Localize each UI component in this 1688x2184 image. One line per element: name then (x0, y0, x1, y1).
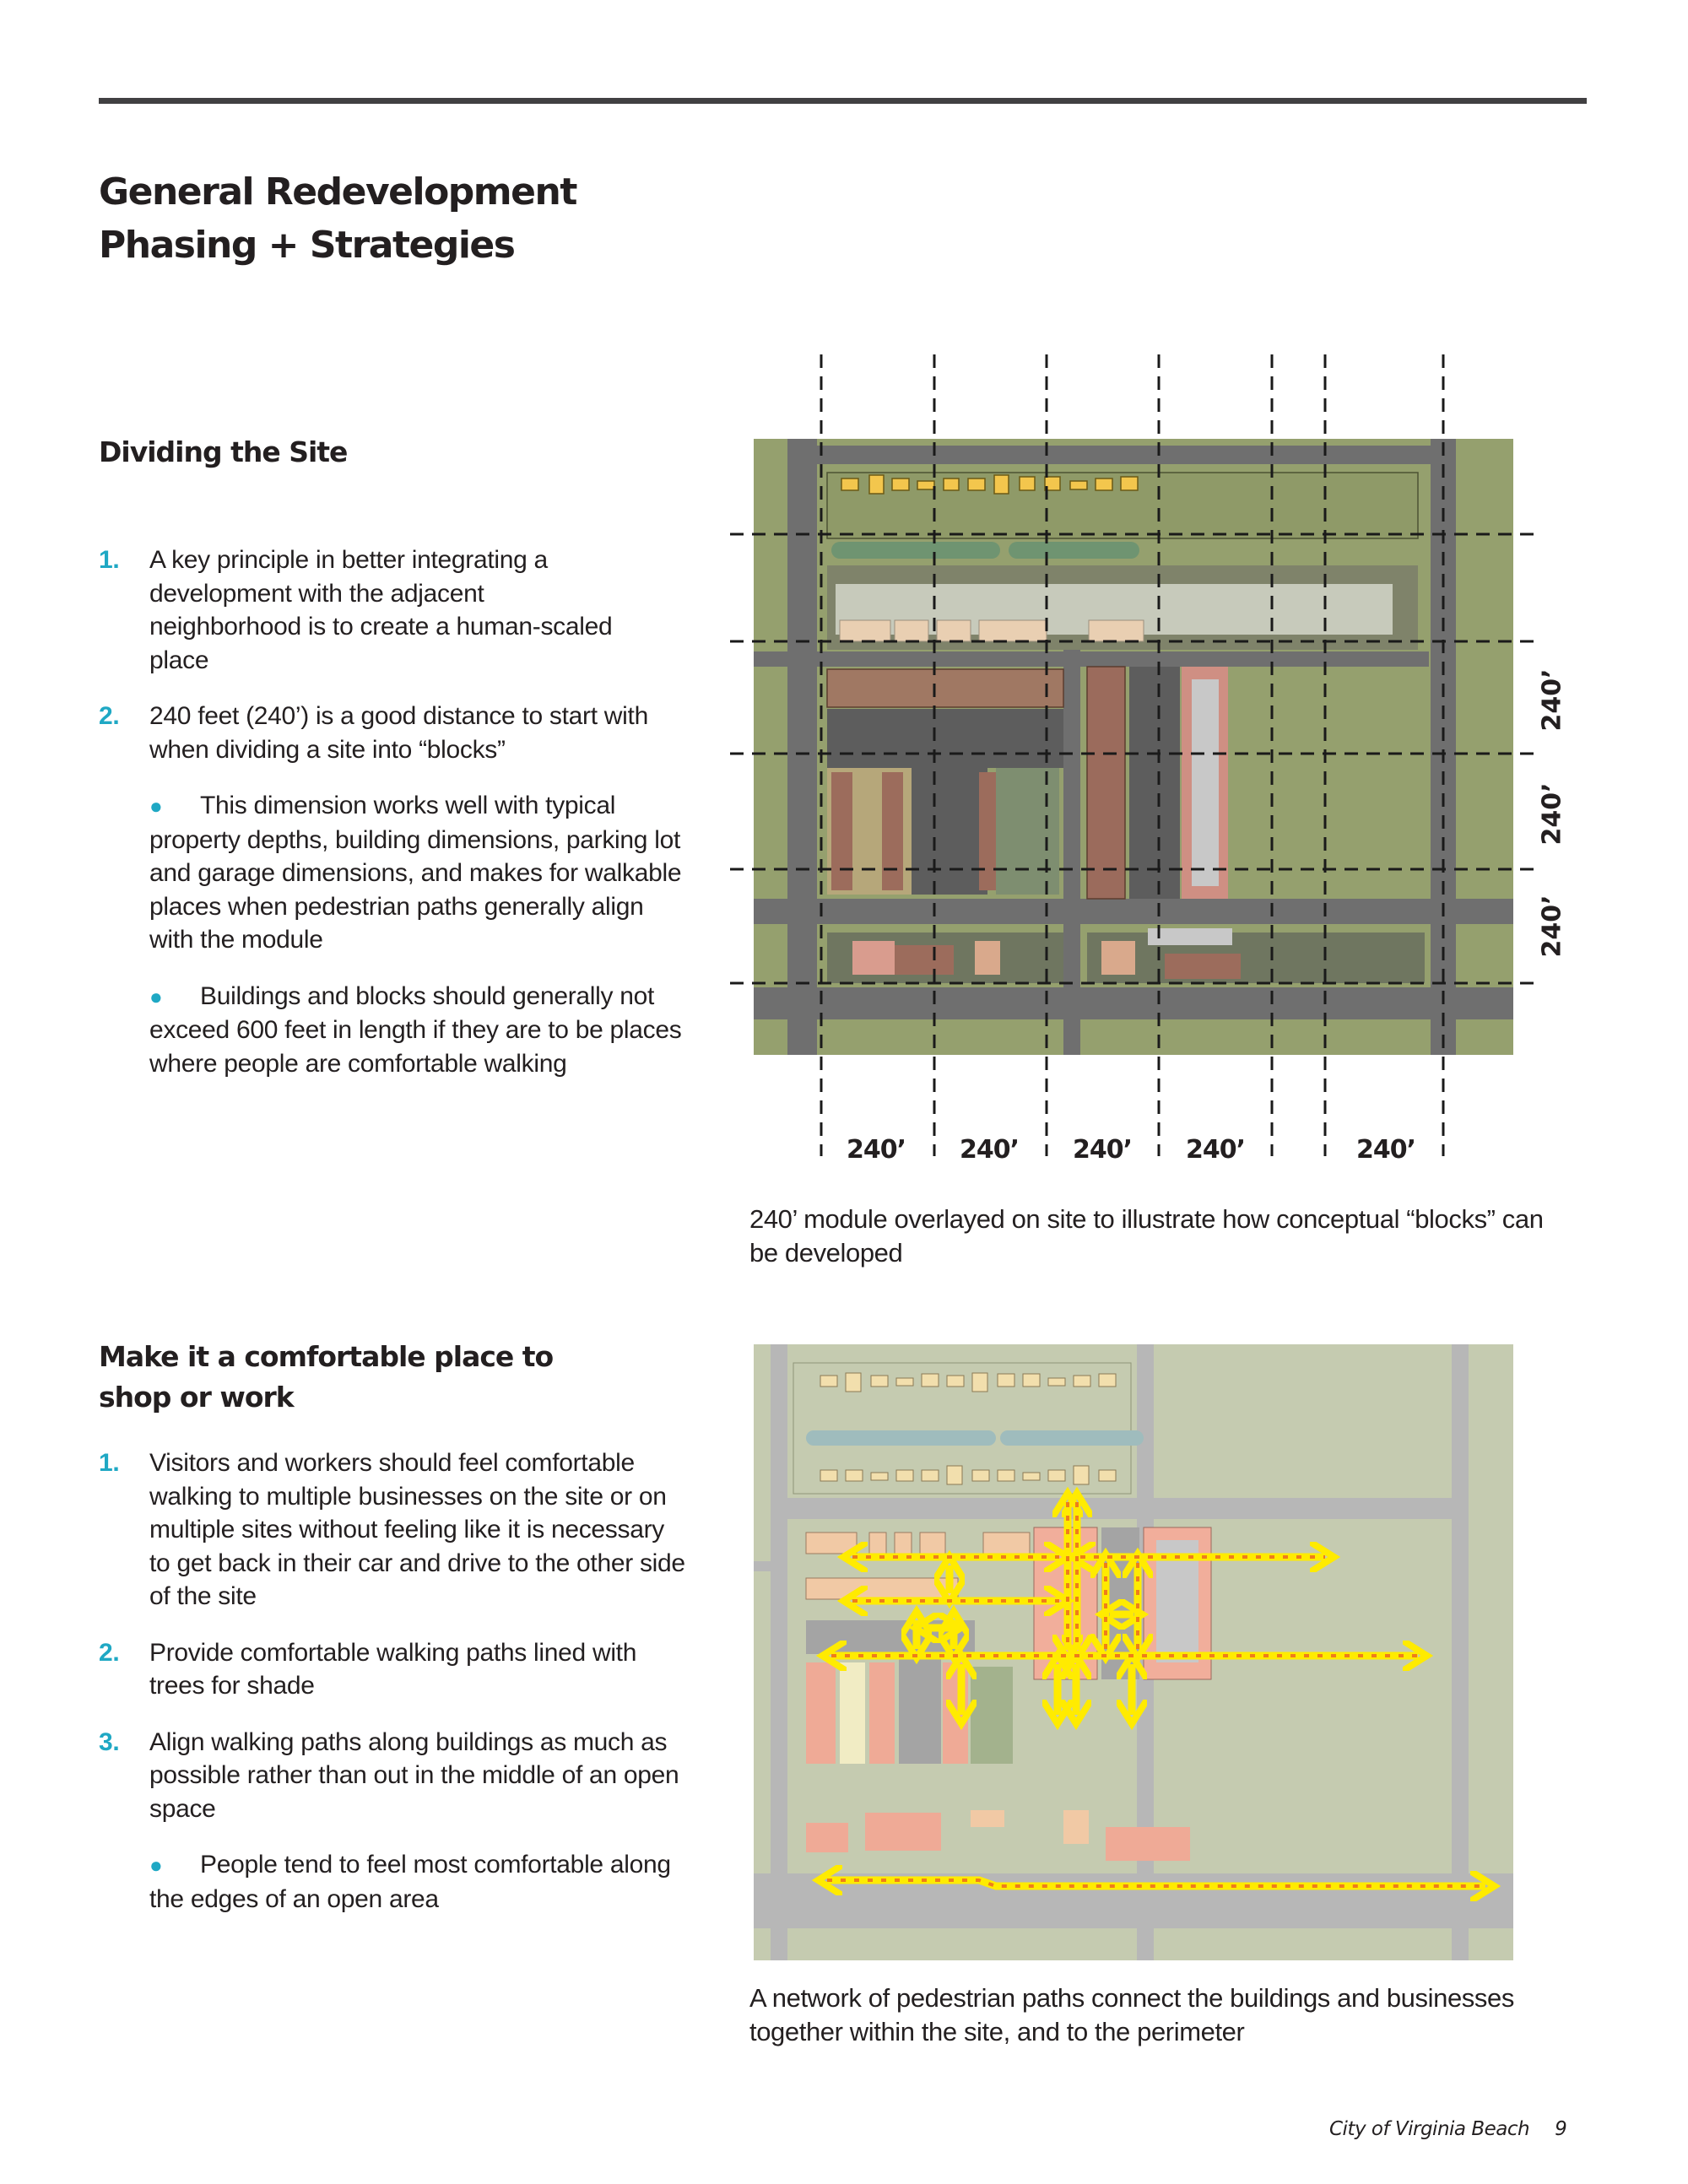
building (971, 1810, 1004, 1827)
dimension-label: 240’ (847, 1135, 906, 1165)
apartment-courtyard (840, 1662, 865, 1764)
page-number: 9 (1555, 2118, 1567, 2140)
park-green (996, 768, 1059, 895)
list-text: Align walking paths along buildings as m… (149, 1727, 679, 1823)
dimension-label: 240’ (1073, 1135, 1133, 1165)
bullet-item: ●This dimension works well with typical … (99, 789, 690, 957)
pedestrian-network-map (754, 1344, 1513, 1960)
section-heading-dividing-site: Dividing the Site (99, 435, 348, 468)
list-number: 2. (99, 1638, 120, 1667)
retail-buildings (839, 619, 1144, 642)
list-text: 240 feet (240’) is a good distance to st… (149, 702, 648, 764)
building (1101, 941, 1135, 975)
title-line-1: General Redevelopment (99, 170, 577, 214)
building (1148, 928, 1232, 945)
list-number: 1. (99, 546, 120, 574)
section-heading-comfortable-place: Make it a comfortable place to shop or w… (99, 1337, 554, 1418)
bullet-item: ●People tend to feel most comfortable al… (99, 1848, 690, 1916)
module-grid (730, 354, 1540, 1156)
list-item: 2. 240 feet (240’) is a good distance to… (99, 700, 690, 766)
houses (841, 474, 1139, 495)
park-green (971, 1667, 1013, 1764)
bullet-dot-icon: ● (149, 1852, 163, 1878)
title-line-2: Phasing + Strategies (99, 224, 516, 267)
heading-line-2: shop or work (99, 1381, 295, 1414)
dimension-label: 240’ (1186, 1135, 1246, 1165)
list-number: 2. (99, 702, 120, 730)
building (852, 941, 895, 975)
list-text: Provide comfortable walking paths lined … (149, 1638, 637, 1700)
apartment-building (869, 1662, 895, 1764)
dividing-site-list: 1. A key principle in better integrating… (99, 543, 690, 1103)
list-number: 1. (99, 1449, 120, 1477)
heading-line-1: Make it a comfortable place to (99, 1340, 554, 1373)
path-arrow (827, 1880, 1485, 1886)
comfortable-place-list: 1. Visitors and workers should feel comf… (99, 1446, 690, 1938)
page-title: General Redevelopment Phasing + Strategi… (99, 165, 577, 272)
lower-block (1087, 933, 1425, 983)
building (806, 1823, 848, 1852)
bullet-item: ●Buildings and blocks should generally n… (99, 980, 690, 1081)
building (1165, 954, 1241, 979)
dimension-label-vertical: 240’ (1537, 668, 1567, 732)
pedestrian-paths (827, 1502, 1485, 1886)
stormwater-pond (1000, 1430, 1144, 1446)
building (895, 945, 954, 975)
dimension-label-vertical: 240’ (1537, 782, 1567, 846)
building (1063, 1810, 1089, 1844)
parking-garage (1192, 679, 1219, 886)
figure-caption-pedestrian: A network of pedestrian paths connect th… (749, 1983, 1514, 2046)
parking-lot (1129, 667, 1180, 899)
townhouse-block (826, 668, 1064, 708)
stormwater-pond (1009, 542, 1139, 559)
page-footer: City of Virginia Beach 9 (1329, 2118, 1567, 2140)
list-number: 3. (99, 1727, 120, 1756)
list-item: 2. Provide comfortable walking paths lin… (99, 1636, 690, 1703)
parking-lot (827, 709, 1063, 768)
footer-publisher: City of Virginia Beach (1329, 2118, 1530, 2140)
list-item: 3. Align walking paths along buildings a… (99, 1726, 690, 1826)
dimension-label-vertical: 240’ (1537, 895, 1567, 958)
bullet-text: Buildings and blocks should generally no… (149, 981, 682, 1078)
building (975, 941, 1000, 975)
apartment-building (831, 772, 852, 890)
top-rule (99, 98, 1587, 104)
list-item: 1. Visitors and workers should feel comf… (99, 1446, 690, 1614)
bullet-text: This dimension works well with typical p… (149, 792, 682, 954)
building (865, 1813, 941, 1851)
dimension-label: 240’ (1356, 1135, 1416, 1165)
building (1106, 1827, 1190, 1861)
roads (754, 439, 1513, 1055)
bullet-dot-icon: ● (149, 983, 163, 1009)
stormwater-pond (806, 1430, 996, 1446)
list-text: Visitors and workers should feel comfort… (149, 1449, 685, 1610)
apartment-building (806, 1662, 836, 1764)
site-module-overlay-map (730, 354, 1540, 1156)
list-item: 1. A key principle in better integrating… (99, 543, 690, 677)
parking-lot (899, 1654, 941, 1764)
bullet-text: People tend to feel most comfortable alo… (149, 1851, 671, 1913)
houses (820, 1372, 1117, 1485)
bullet-dot-icon: ● (149, 793, 163, 819)
figure-caption-module: 240’ module overlayed on site to illustr… (749, 1204, 1544, 1268)
dimension-label: 240’ (960, 1135, 1020, 1165)
stormwater-pond (831, 542, 1000, 559)
parking-lot (912, 768, 987, 895)
mixed-use-building (1086, 666, 1126, 900)
apartment-building (979, 772, 996, 890)
apartment-building (882, 772, 903, 890)
list-text: A key principle in better integrating a … (149, 546, 613, 674)
